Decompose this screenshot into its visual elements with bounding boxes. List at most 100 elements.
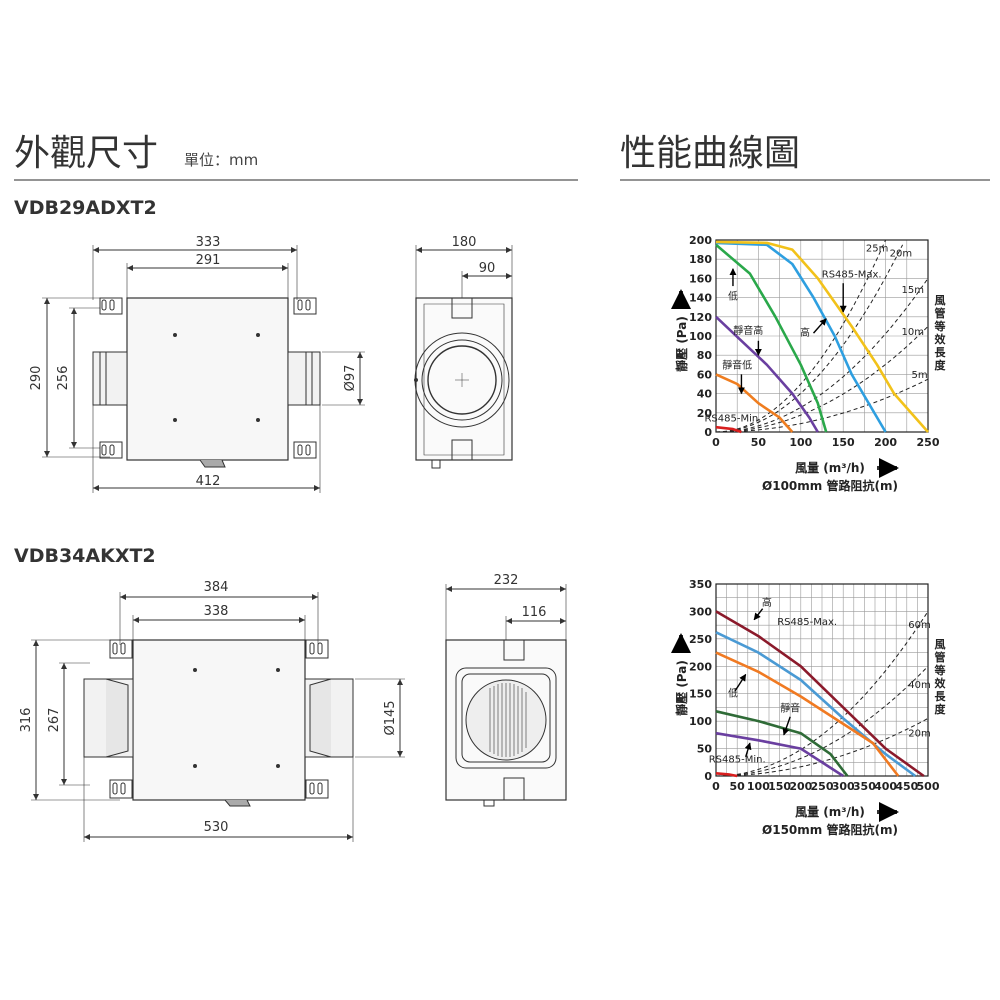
x-tick-label: 150	[832, 436, 855, 449]
fan-curve-3	[715, 243, 828, 433]
duct-length-15m: 15m	[902, 285, 924, 296]
y-tick-label: 300	[689, 605, 712, 618]
plot-frame	[715, 239, 929, 433]
duct-length-25m: 25m	[866, 244, 888, 255]
annotation-arrow-0	[753, 608, 764, 621]
fan-curve-3	[715, 710, 849, 777]
fan-curve-5	[715, 772, 738, 778]
model2-height-inner: 267	[47, 708, 62, 733]
x-axis-label: 風量 (m³/h)	[795, 805, 865, 819]
x-tick-label: 450	[895, 780, 918, 793]
x-tick-label: 100	[747, 780, 770, 793]
y-tick-label: 50	[697, 743, 713, 756]
model2-front-view	[31, 592, 405, 842]
fan-curve-1	[715, 373, 794, 433]
y-tick-label: 100	[689, 715, 712, 728]
duct-length-label-char: 效	[935, 676, 947, 690]
curve-annotation-1: 低	[728, 686, 738, 699]
fan-curve-1	[715, 631, 917, 778]
model2-width-inner: 338	[204, 604, 229, 619]
x-tick-label: 0	[712, 780, 720, 793]
y-tick-label: 0	[704, 426, 712, 439]
curve-annotation-2: 高	[800, 326, 810, 339]
model2-total-length: 530	[204, 820, 229, 835]
duct-length-label-char: 長	[935, 346, 947, 359]
chart-subtitle: Ø100mm 管路阻抗(m)	[762, 478, 898, 493]
x-tick-label: 150	[768, 780, 791, 793]
curve-annotation-3: RS485-Max.	[777, 617, 837, 628]
resistance-curve-10m	[715, 326, 929, 433]
duct-length-10m: 10m	[902, 327, 924, 338]
y-tick-label: 200	[689, 234, 712, 247]
duct-length-label-char: 效	[935, 332, 947, 346]
y-tick-label: 40	[697, 388, 713, 401]
model2-duct-diameter: Ø145	[383, 700, 398, 735]
fan-curve-2	[715, 315, 819, 433]
resistance-curve-15m	[715, 278, 929, 433]
annotation-arrow-4	[744, 742, 752, 758]
model1-total-length: 412	[196, 474, 221, 489]
curve-annotation-5: RS485-Min.	[704, 413, 761, 424]
duct-length-20m: 20m	[890, 248, 912, 259]
duct-length-label-char: 管	[935, 306, 946, 320]
y-tick-label: 140	[689, 292, 712, 305]
performance-title: 性能曲線圖	[620, 133, 800, 174]
model2-name: VDB34AKXT2	[14, 545, 156, 567]
x-axis-label: 風量 (m³/h)	[795, 461, 865, 475]
curve-annotation-0: 高	[762, 596, 772, 609]
fan-curve-5	[715, 240, 929, 433]
y-tick-label: 120	[689, 311, 712, 324]
y-tick-label: 100	[689, 330, 712, 343]
annotation-arrow-2	[782, 716, 791, 736]
y-tick-label: 60	[697, 368, 713, 381]
duct-length-20m: 20m	[908, 729, 930, 740]
y-tick-label: 180	[689, 253, 712, 266]
model2-side-width: 232	[494, 573, 519, 588]
model2-side-view	[445, 584, 567, 807]
x-tick-label: 200	[874, 436, 897, 449]
fan-curve-0	[715, 425, 742, 434]
duct-length-label-char: 長	[935, 690, 947, 703]
y-tick-label: 0	[704, 770, 712, 783]
x-tick-label: 0	[712, 436, 720, 449]
dimensions-title: 外觀尺寸	[14, 133, 158, 174]
x-tick-label: 250	[917, 436, 940, 449]
model1-duct-diameter: Ø97	[343, 365, 358, 392]
chart-subtitle: Ø150mm 管路阻抗(m)	[762, 822, 898, 837]
model1-front-view	[42, 245, 365, 493]
x-tick-label: 50	[730, 780, 746, 793]
y-tick-label: 20	[697, 407, 713, 420]
duct-length-label-char: 等	[934, 663, 946, 677]
x-tick-label: 250	[811, 780, 834, 793]
y-tick-label: 80	[697, 349, 713, 362]
curve-annotation-3: 靜音低	[722, 359, 752, 372]
x-tick-label: 400	[874, 780, 897, 793]
curve-annotation-0: 低	[728, 290, 738, 303]
resistance-curve-25m	[715, 239, 887, 433]
model1-height-outer: 290	[29, 366, 44, 391]
curve-annotation-1: 靜音高	[733, 324, 763, 337]
x-tick-label: 350	[853, 780, 876, 793]
duct-length-label-char: 等	[934, 319, 946, 333]
resistance-curve-40m	[715, 665, 929, 777]
model1-side-half: 90	[479, 261, 496, 276]
curve-annotation-2: 靜音	[780, 701, 800, 714]
y-axis-label: 靜壓 (Pa)	[674, 316, 689, 372]
annotation-arrow-1	[734, 673, 747, 692]
model1-name: VDB29ADXT2	[14, 197, 157, 219]
duct-length-5m: 5m	[911, 370, 927, 381]
model2-width-outer: 384	[204, 580, 229, 595]
duct-length-label-char: 度	[935, 358, 947, 372]
y-tick-label: 160	[689, 272, 712, 285]
plot-frame	[715, 583, 929, 777]
fan-curve-0	[715, 610, 925, 778]
y-tick-label: 150	[689, 688, 712, 701]
y-tick-label: 250	[689, 633, 712, 646]
duct-length-label-char: 管	[935, 650, 946, 664]
annotation-arrow-2	[812, 318, 827, 334]
y-tick-label: 200	[689, 660, 712, 673]
model1-width-inner: 291	[196, 253, 221, 268]
